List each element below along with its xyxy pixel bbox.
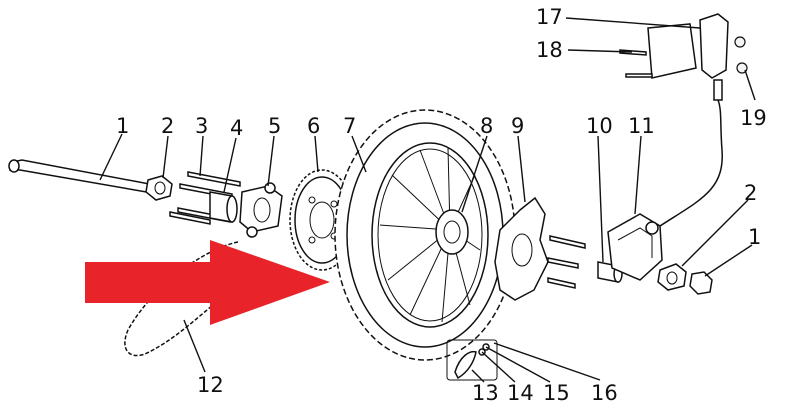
- right-axle-nut: [657, 263, 687, 291]
- callout-7: 7: [343, 114, 356, 138]
- callout-14: 14: [507, 381, 534, 405]
- callout-6: 6: [307, 114, 320, 138]
- rear-wheel: [334, 109, 516, 361]
- pointer-arrow: [85, 240, 330, 325]
- callout-2-right: 2: [744, 181, 757, 205]
- callout-8: 8: [480, 114, 493, 138]
- callout-10: 10: [586, 114, 613, 138]
- callout-3: 3: [195, 114, 208, 138]
- callout-2: 2: [161, 114, 174, 138]
- brake-disc: [494, 196, 549, 301]
- callout-18: 18: [536, 38, 563, 62]
- right-axle-end: [689, 271, 713, 295]
- callout-4: 4: [230, 116, 243, 140]
- callout-19: 19: [740, 106, 767, 130]
- brake-hose: [659, 99, 723, 227]
- disc-bolts: [547, 235, 586, 289]
- brake-master-cylinder: [619, 13, 748, 101]
- spacer-tube: [209, 191, 238, 223]
- callout-labels: 1 2 3 4 5 6 7 8 9 10 11 12 13 14 15 16 1…: [116, 5, 767, 405]
- axle-spacer: [145, 175, 173, 201]
- callout-15: 15: [543, 381, 570, 405]
- rear-axle: [8, 159, 161, 195]
- sprocket-flange: [239, 182, 283, 238]
- brake-caliper: [607, 213, 663, 281]
- callout-17: 17: [536, 5, 563, 29]
- callout-1: 1: [116, 114, 129, 138]
- callout-16: 16: [591, 381, 618, 405]
- callout-1-right: 1: [748, 225, 761, 249]
- callout-12: 12: [197, 373, 224, 397]
- callout-11: 11: [628, 114, 655, 138]
- callout-9: 9: [511, 114, 524, 138]
- callout-13: 13: [472, 381, 499, 405]
- leader-lines: [99, 17, 756, 383]
- callout-5: 5: [268, 114, 281, 138]
